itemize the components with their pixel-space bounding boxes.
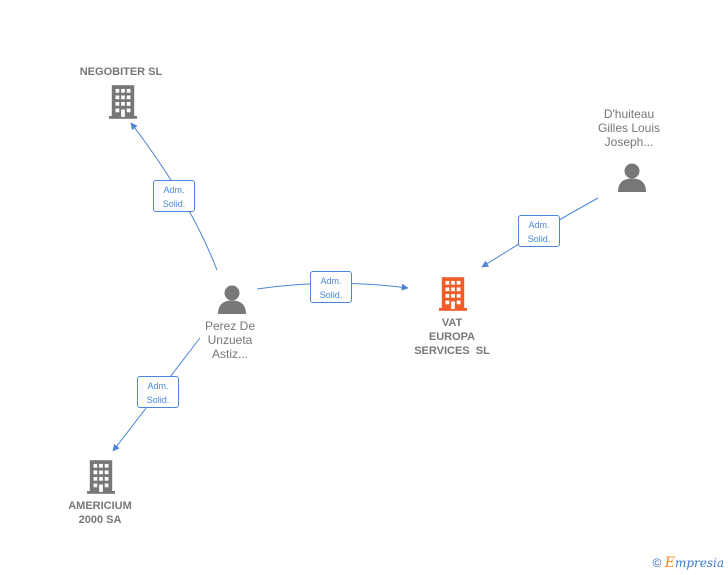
- edge-label-line: Adm.: [528, 220, 550, 230]
- brand-initial: E: [664, 555, 675, 571]
- node-label-line: AMERICIUM: [68, 500, 132, 512]
- node-label-line: VAT: [441, 317, 463, 329]
- edge-label-perez-vat[interactable]: Adm. Solid.: [310, 271, 352, 303]
- edge-label-line: Adm.: [163, 185, 185, 195]
- company-label-americium[interactable]: AMERICIUM 2000 SA: [50, 499, 150, 527]
- node-label-line: 2000 SA: [78, 514, 122, 526]
- node-label-line: Astiz...: [211, 347, 248, 361]
- copyright-icon: ©: [652, 556, 662, 570]
- edge-label-perez-negobiter[interactable]: Adm. Solid.: [153, 180, 195, 212]
- person-icon[interactable]: [218, 285, 246, 315]
- edge-label-line: Solid.: [146, 395, 170, 405]
- brand-name: mpresia: [674, 556, 724, 570]
- node-label-line: NEGOBITER SL: [79, 66, 163, 78]
- person-label-perez[interactable]: Perez De Unzueta Astiz...: [180, 319, 280, 361]
- node-label-line: SERVICES SL: [414, 345, 490, 357]
- company-label-negobiter[interactable]: NEGOBITER SL: [61, 65, 181, 79]
- person-icon[interactable]: [618, 163, 646, 193]
- company-label-vat-europa[interactable]: VAT EUROPA SERVICES SL: [392, 316, 512, 358]
- node-label-line: EUROPA: [428, 331, 476, 343]
- brand-footer: © Empresia: [653, 555, 724, 571]
- edge-label-perez-americium[interactable]: Adm. Solid.: [137, 376, 179, 408]
- node-label-line: Joseph...: [604, 135, 654, 149]
- building-icon[interactable]: [109, 85, 137, 119]
- brand-logo: Empresia: [664, 555, 724, 571]
- edge-label-line: Adm.: [320, 276, 342, 286]
- edge-label-line: Solid.: [162, 199, 186, 209]
- edge-label-line: Solid.: [319, 290, 343, 300]
- node-label-line: D'huiteau: [603, 107, 655, 121]
- edge-label-line: Solid.: [527, 234, 551, 244]
- node-label-line: Unzueta: [207, 333, 253, 347]
- edge-label-line: Adm.: [147, 381, 169, 391]
- building-icon[interactable]: [439, 277, 467, 311]
- node-label-line: Perez De: [204, 319, 256, 333]
- person-label-dhuiteau[interactable]: D'huiteau Gilles Louis Joseph...: [579, 107, 679, 149]
- edge-label-dhuiteau-vat[interactable]: Adm. Solid.: [518, 215, 560, 247]
- node-label-line: Gilles Louis: [597, 121, 661, 135]
- building-icon[interactable]: [87, 460, 115, 494]
